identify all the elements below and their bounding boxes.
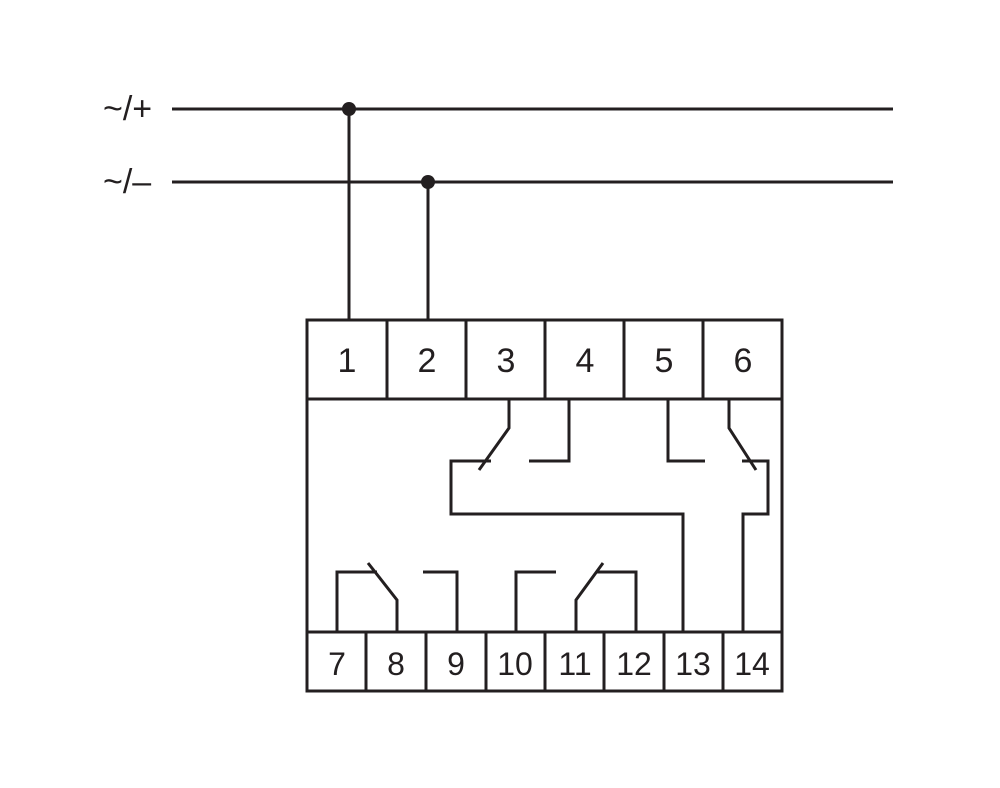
switch-blade-6 bbox=[727, 400, 758, 471]
terminal-11-label: 11 bbox=[558, 646, 591, 682]
terminal-7-label: 7 bbox=[328, 646, 346, 682]
switch-blade-11 bbox=[574, 562, 605, 632]
common-wire-14 bbox=[741, 459, 770, 632]
contact-9 bbox=[423, 570, 459, 632]
negative-supply-label: ~/– bbox=[103, 163, 151, 201]
terminal-10-label: 10 bbox=[497, 646, 533, 682]
terminal-3-label: 3 bbox=[497, 342, 516, 380]
contact-12 bbox=[596, 570, 638, 632]
contact-7 bbox=[335, 570, 377, 632]
terminal-6-label: 6 bbox=[734, 342, 753, 380]
top-terminal-row: 1 2 3 4 5 6 bbox=[307, 320, 782, 401]
switch-blade-8 bbox=[366, 562, 399, 632]
contact-4 bbox=[529, 400, 571, 463]
contact-10 bbox=[514, 570, 556, 632]
terminal-4-label: 4 bbox=[576, 342, 595, 380]
terminal-12-label: 12 bbox=[616, 646, 652, 682]
positive-supply-label: ~/+ bbox=[103, 90, 152, 128]
terminal-13-label: 13 bbox=[675, 646, 711, 682]
bottom-terminal-row: 7 8 9 10 11 12 13 14 bbox=[307, 630, 782, 691]
terminal-5-label: 5 bbox=[655, 342, 674, 380]
common-wire-13 bbox=[449, 459, 685, 632]
supply-lines: ~/+ ~/– bbox=[103, 90, 893, 320]
switch-blade-3 bbox=[477, 400, 511, 471]
terminal-14-label: 14 bbox=[734, 646, 770, 682]
terminal-1-label: 1 bbox=[338, 342, 357, 380]
lower-contact-set bbox=[335, 562, 638, 632]
terminal-9-label: 9 bbox=[447, 646, 465, 682]
contact-5 bbox=[666, 400, 705, 463]
terminal-2-label: 2 bbox=[418, 342, 437, 380]
upper-contact-set bbox=[449, 400, 770, 632]
terminal-8-label: 8 bbox=[387, 646, 405, 682]
